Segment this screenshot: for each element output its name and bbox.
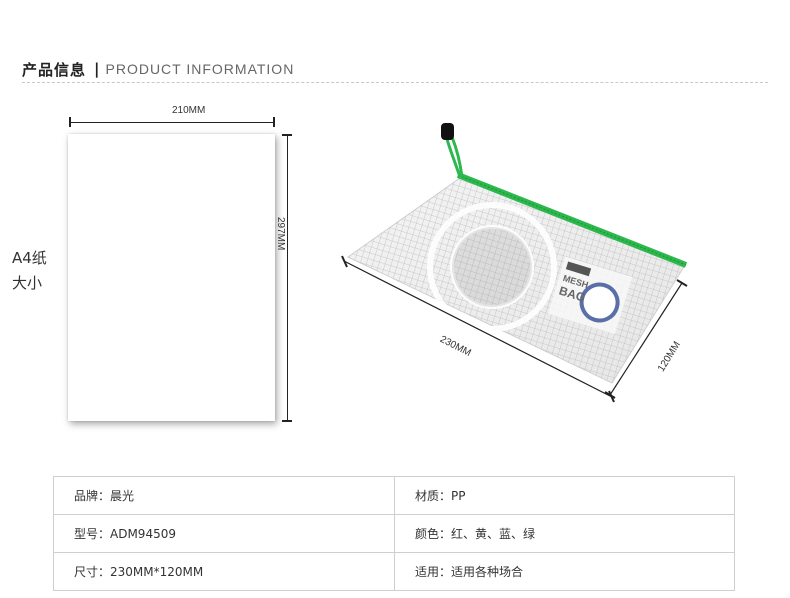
dashed-divider bbox=[22, 82, 768, 83]
spec-usage: 适用：适用各种场合 bbox=[394, 552, 735, 591]
a4-height-dimension bbox=[280, 134, 294, 422]
zipper-puller bbox=[441, 123, 454, 140]
a4-label-line1: A4纸 bbox=[12, 249, 47, 267]
table-row: 品牌：晨光 材质：PP bbox=[53, 476, 735, 515]
table-row: 型号：ADM94509 颜色：红、黄、蓝、绿 bbox=[53, 514, 735, 553]
a4-width-label: 210MM bbox=[172, 105, 206, 116]
section-header: 产品信息 | PRODUCT INFORMATION bbox=[22, 58, 294, 80]
spec-size: 尺寸：230MM*120MM bbox=[53, 552, 395, 591]
spec-material: 材质：PP bbox=[394, 476, 735, 515]
spec-brand: 品牌：晨光 bbox=[53, 476, 395, 515]
spec-colors: 颜色：红、黄、蓝、绿 bbox=[394, 514, 735, 553]
a4-paper-image bbox=[68, 134, 275, 421]
spec-model: 型号：ADM94509 bbox=[53, 514, 395, 553]
a4-height-label: 297MM bbox=[275, 217, 286, 251]
table-row: 尺寸：230MM*120MM 适用：适用各种场合 bbox=[53, 552, 735, 591]
header-title-cn: 产品信息 bbox=[22, 60, 87, 79]
a4-size-label: A4纸 大小 bbox=[12, 246, 47, 296]
spec-table: 品牌：晨光 材质：PP 型号：ADM94509 颜色：红、黄、蓝、绿 尺寸：23… bbox=[53, 476, 735, 591]
header-title-en: PRODUCT INFORMATION bbox=[105, 61, 295, 77]
a4-width-dimension bbox=[69, 115, 275, 129]
a4-label-line2: 大小 bbox=[12, 274, 43, 292]
mesh-bag-image: MESH BAG bbox=[341, 123, 688, 403]
header-separator: | bbox=[94, 60, 100, 78]
